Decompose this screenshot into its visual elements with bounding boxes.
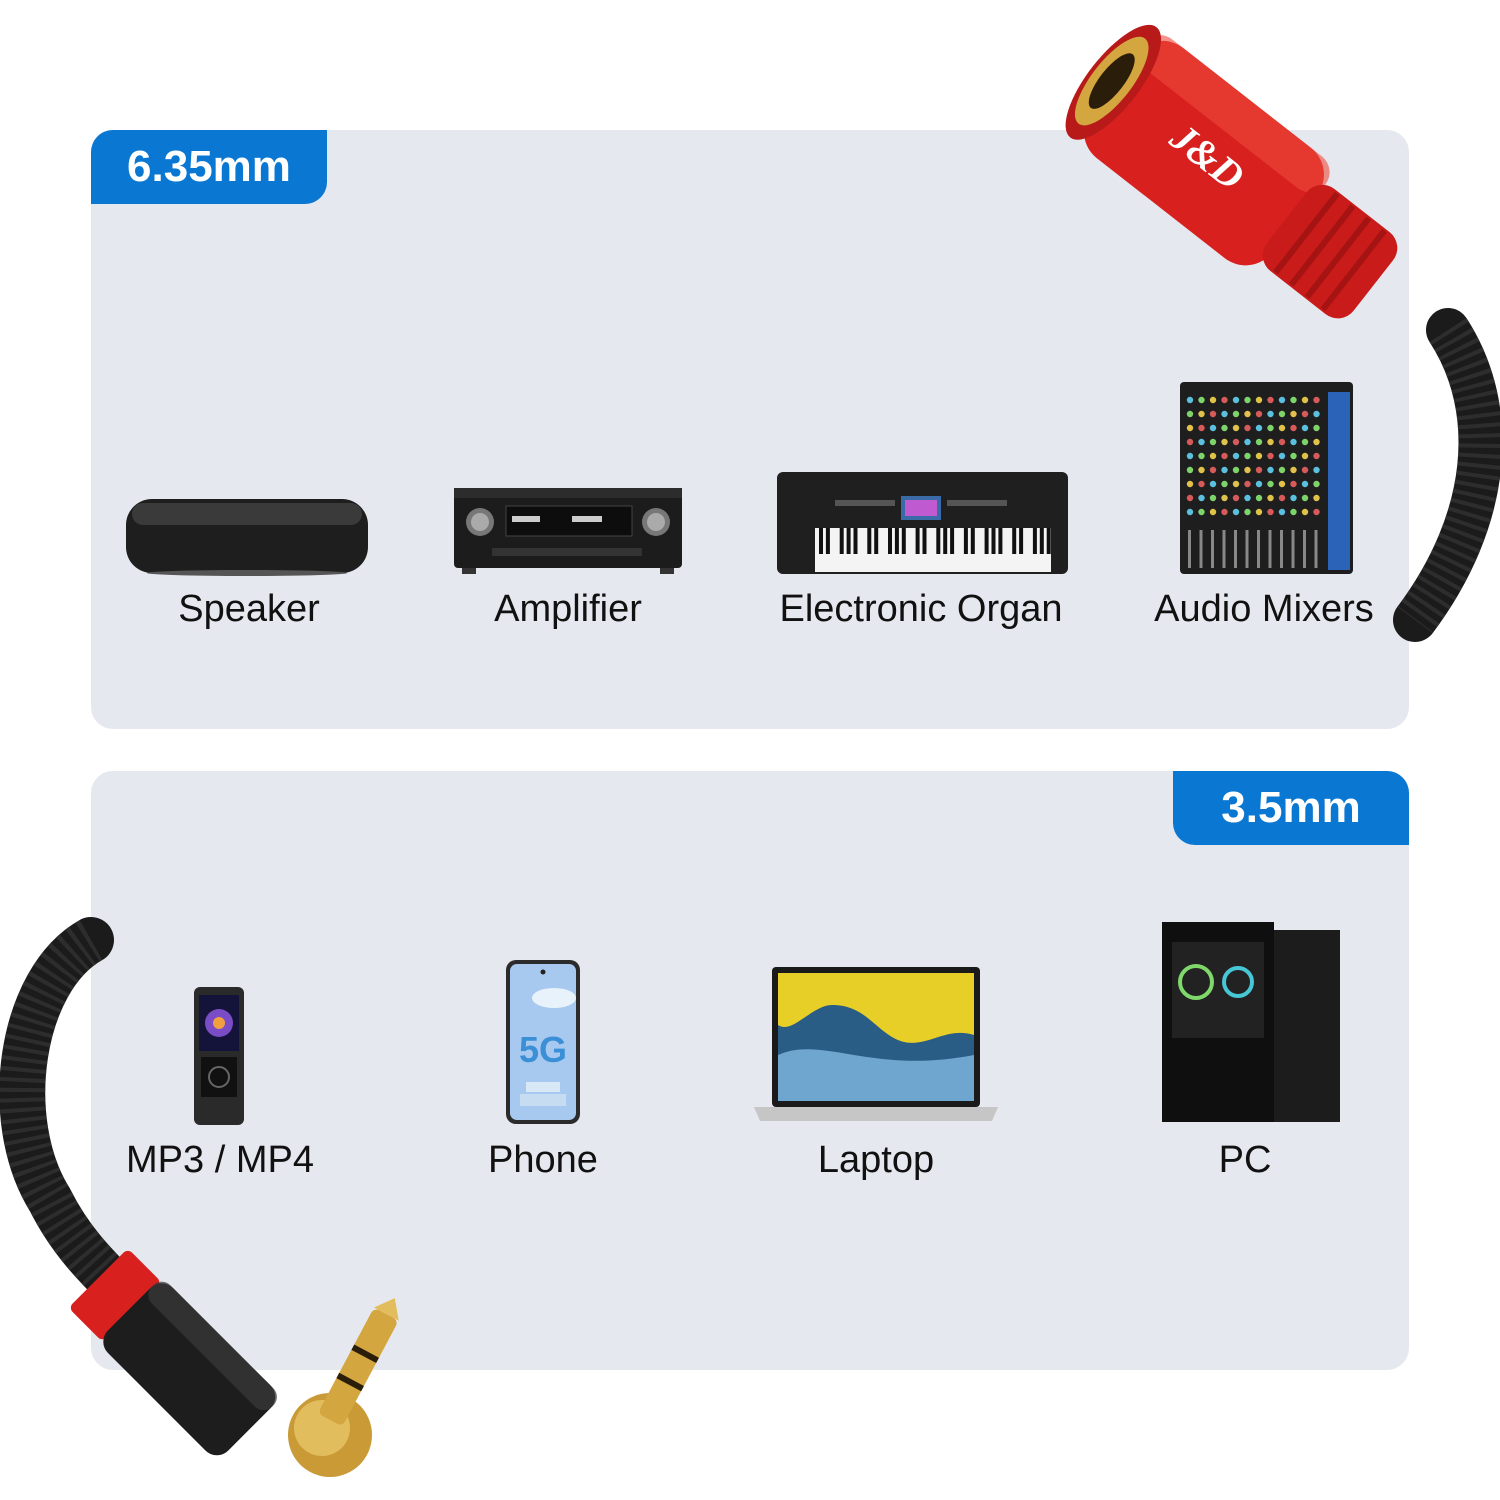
device-label-electronic-organ: Electronic Organ [779,588,1063,630]
jack-size-tag-3-5mm: 3.5mm [1173,771,1409,845]
cable-bottom [0,917,143,1313]
device-label-laptop: Laptop [817,1139,935,1181]
device-label-phone: Phone [488,1139,598,1181]
amplifier-icon [454,488,682,574]
mixer-icon [1180,382,1353,574]
phone-screen-text: 5G [519,1029,567,1070]
device-label-audio-mixers: Audio Mixers [1154,588,1374,630]
jack-size-tag-6-35mm: 6.35mm [91,130,327,204]
male-3-5mm-right-angle-plug [70,1250,399,1477]
device-label-mp3-mp4: MP3 / MP4 [126,1139,314,1181]
pc-tower-icon [1162,922,1340,1122]
laptop-icon [754,967,998,1121]
keyboard-icon [777,472,1068,574]
female-6-35mm-socket: J&D [1065,24,1398,319]
device-label-amplifier: Amplifier [494,588,642,630]
speaker-icon [126,499,368,576]
mp3-player-icon [194,987,244,1125]
device-label-pc: PC [1218,1139,1272,1181]
device-label-speaker: Speaker [178,588,320,630]
phone-icon: 5G [506,960,580,1124]
